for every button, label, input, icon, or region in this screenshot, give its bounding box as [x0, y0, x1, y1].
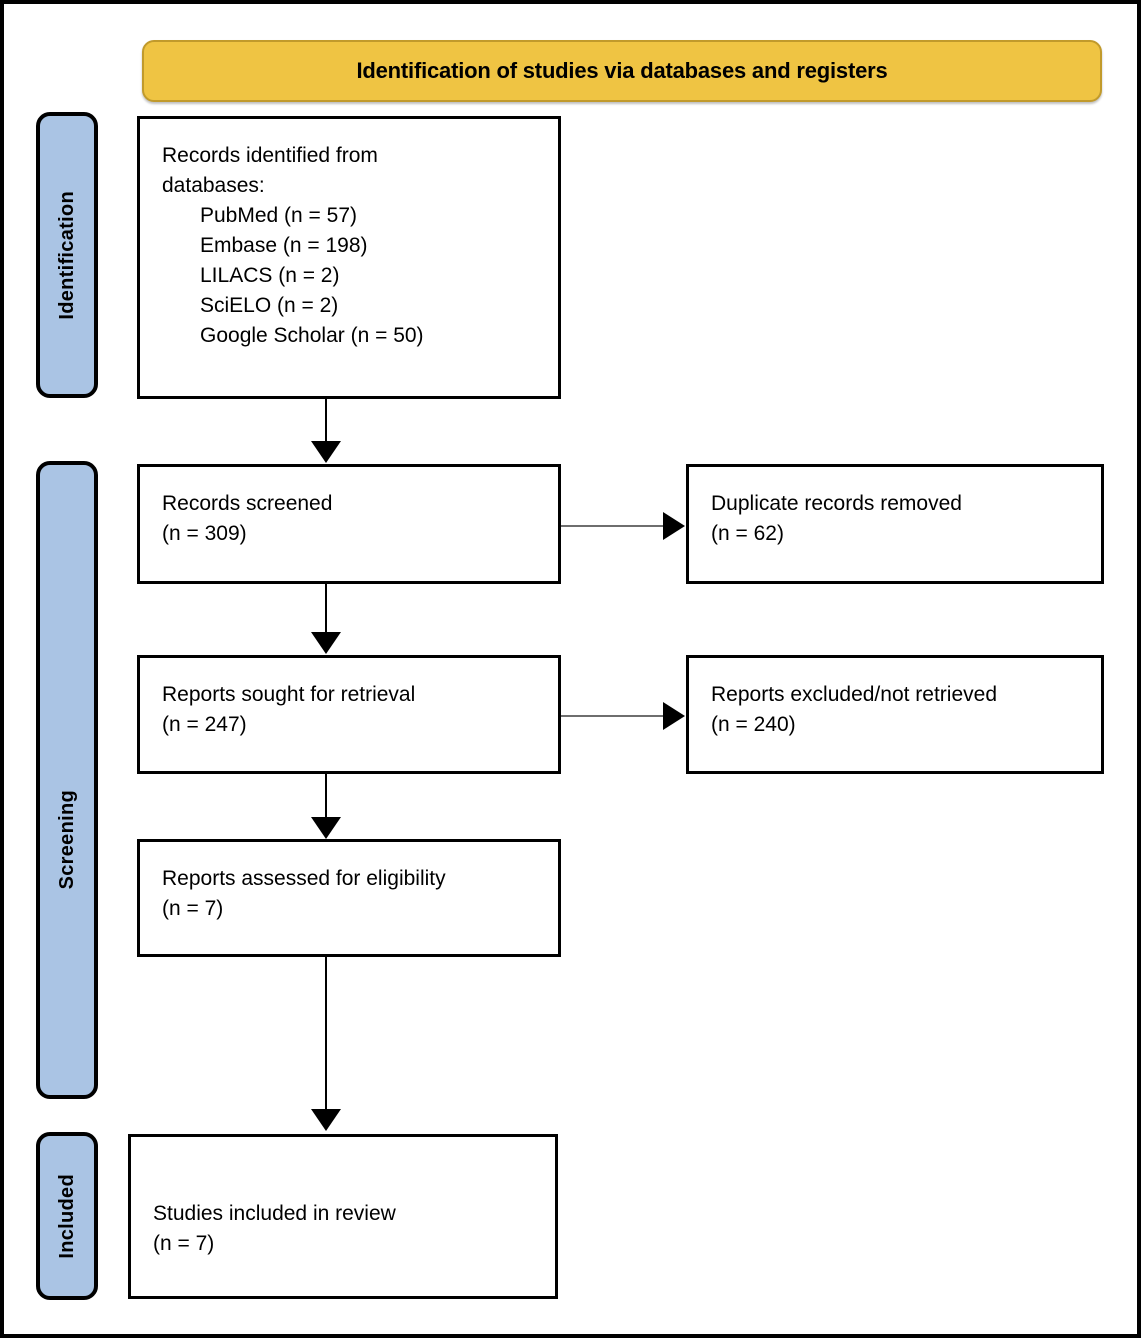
stage-label-included: Included — [36, 1132, 98, 1300]
stage-label-screening: Screening — [36, 461, 98, 1099]
arrow-sought-to-excluded-head-icon — [663, 702, 685, 730]
arrow-assessed-to-included-line — [325, 957, 327, 1110]
node-records-identified-sources: PubMed (n = 57) Embase (n = 198) LILACS … — [200, 204, 424, 347]
banner-title: Identification of studies via databases … — [356, 58, 888, 83]
node-duplicate-records-removed: Duplicate records removed (n = 62) — [686, 464, 1104, 584]
arrow-screened-to-duplicates-head-icon — [663, 512, 685, 540]
node-reports-sought: Reports sought for retrieval (n = 247) — [137, 655, 561, 774]
node-reports-excluded: Reports excluded/not retrieved (n = 240) — [686, 655, 1104, 774]
node-reports-assessed-text: Reports assessed for eligibility (n = 7) — [162, 867, 446, 920]
arrow-identified-to-screened-line — [325, 399, 327, 443]
arrow-screened-to-sought-line — [325, 584, 327, 633]
arrow-sought-to-assessed-line — [325, 774, 327, 819]
diagram-banner: Identification of studies via databases … — [142, 40, 1102, 102]
arrow-screened-to-sought-head-icon — [311, 632, 341, 654]
arrow-assessed-to-included-head-icon — [311, 1109, 341, 1131]
node-records-screened: Records screened (n = 309) — [137, 464, 561, 584]
arrow-sought-to-excluded-line — [561, 715, 665, 717]
stage-screening-text: Screening — [55, 790, 78, 890]
node-reports-assessed: Reports assessed for eligibility (n = 7) — [137, 839, 561, 957]
node-reports-sought-text: Reports sought for retrieval (n = 247) — [162, 683, 416, 736]
node-records-identified: Records identified from databases: PubMe… — [137, 116, 561, 399]
arrow-screened-to-duplicates-line — [561, 525, 665, 527]
node-records-screened-text: Records screened (n = 309) — [162, 492, 333, 545]
stage-label-identification: Identification — [36, 112, 98, 398]
node-reports-excluded-text: Reports excluded/not retrieved (n = 240) — [711, 683, 997, 736]
node-studies-included-text: Studies included in review (n = 7) — [153, 1202, 396, 1255]
node-records-identified-title: Records identified from databases: — [162, 144, 378, 197]
node-duplicate-records-removed-text: Duplicate records removed (n = 62) — [711, 492, 962, 545]
arrow-sought-to-assessed-head-icon — [311, 817, 341, 839]
arrow-identified-to-screened-head-icon — [311, 441, 341, 463]
stage-identification-text: Identification — [55, 190, 78, 320]
stage-included-text: Included — [55, 1173, 78, 1259]
node-studies-included: Studies included in review (n = 7) — [128, 1134, 558, 1299]
